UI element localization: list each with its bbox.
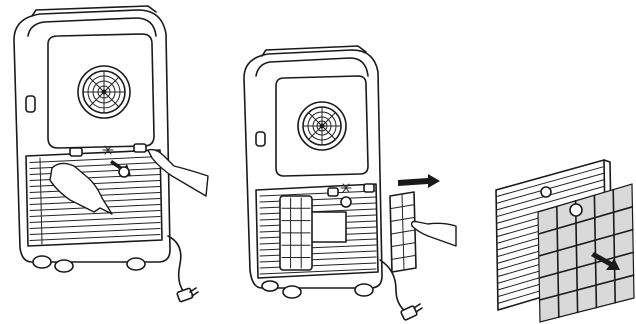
grille-clip-left — [70, 148, 82, 156]
fan-icon — [78, 66, 130, 118]
grille-hole — [541, 187, 551, 197]
filter-left-installed — [280, 196, 312, 270]
panel-3 — [496, 160, 634, 322]
panel-1 — [14, 6, 208, 302]
drain-button — [341, 197, 351, 207]
plug-icon-2 — [401, 304, 422, 320]
side-handle-2 — [256, 132, 265, 146]
filter-tab — [570, 204, 582, 216]
arrow-icon-2 — [398, 174, 440, 188]
grille-clip-right — [134, 144, 146, 152]
wheel-2 — [283, 286, 301, 298]
side-handle — [26, 96, 35, 112]
plug-icon — [177, 288, 198, 302]
upper-panel — [48, 34, 154, 148]
panel-2 — [244, 46, 456, 320]
rear-grille-2 — [256, 184, 378, 278]
hand-icon-2 — [412, 222, 456, 247]
filter-right-removed — [390, 192, 416, 272]
fan-icon-2 — [298, 102, 346, 150]
